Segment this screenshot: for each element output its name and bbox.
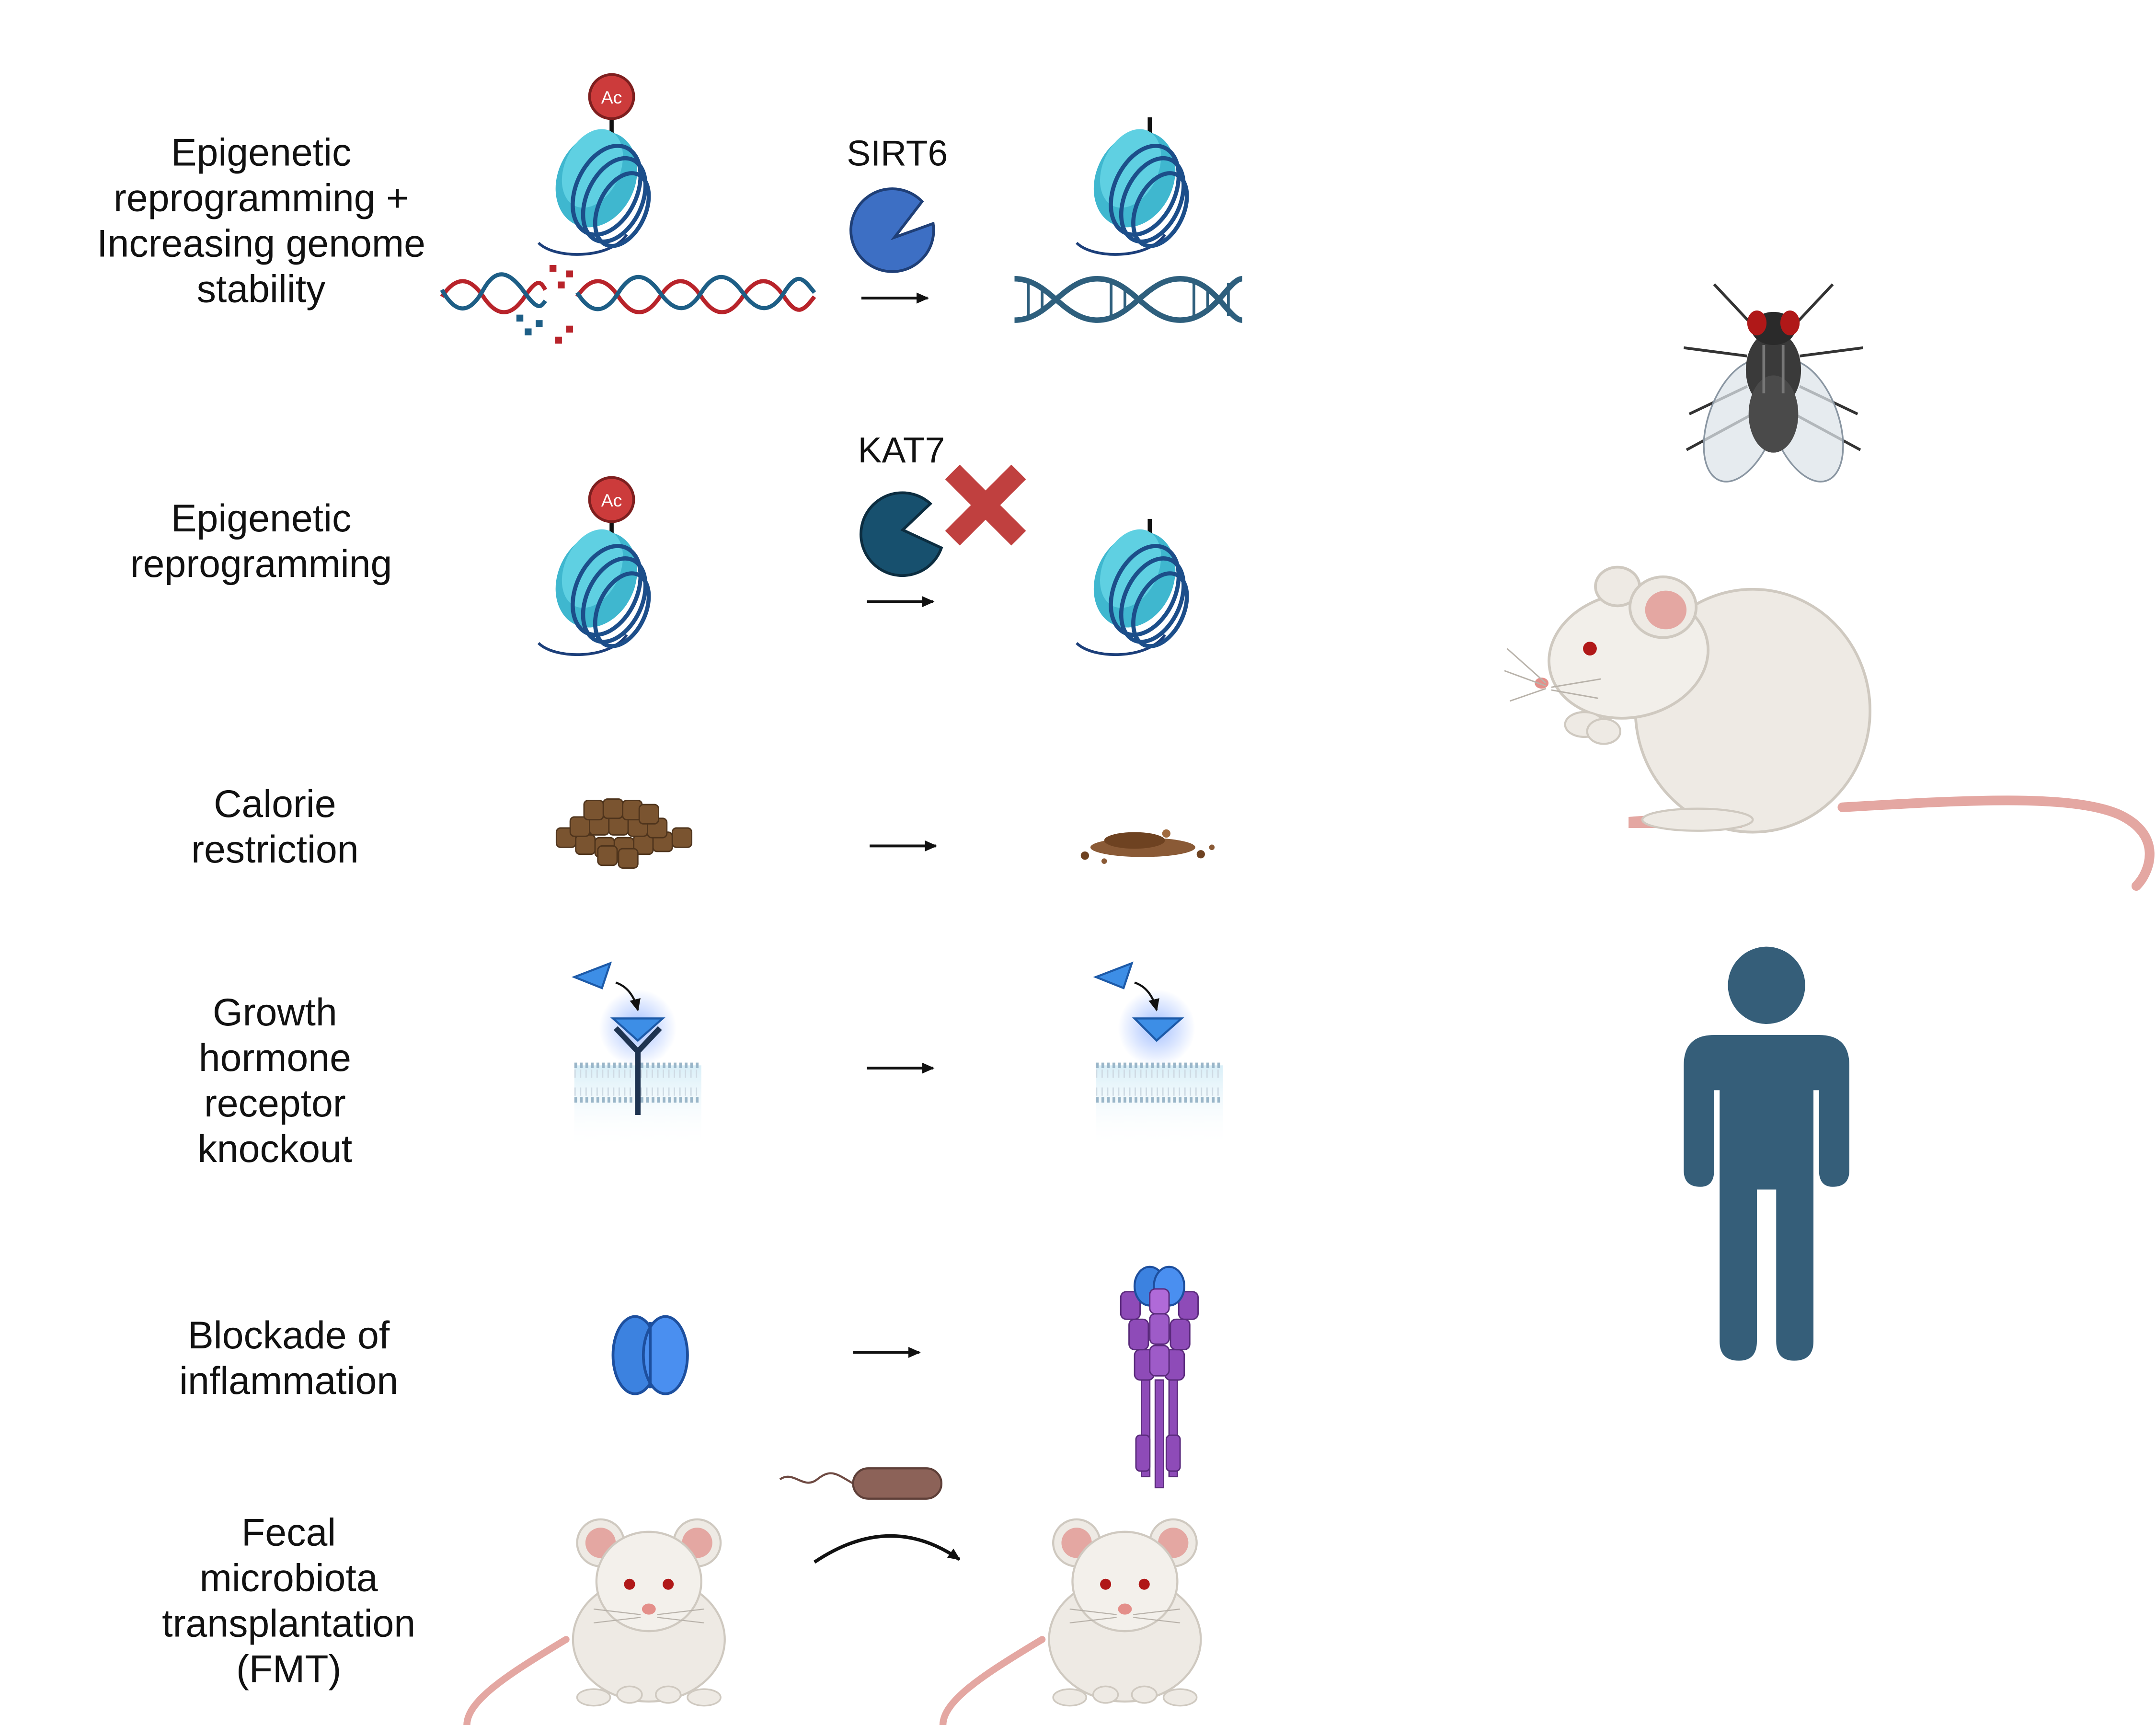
row-label-blockade-of-inflammation: Blockade of inflammation xyxy=(179,1314,398,1403)
acetyl-icon: Ac xyxy=(588,73,635,145)
svg-text:microbiota: microbiota xyxy=(200,1557,378,1600)
food-crumbs-icon xyxy=(1080,829,1215,864)
row-label-calorie-restriction: Calorie restriction xyxy=(191,782,358,871)
svg-text:stability: stability xyxy=(197,268,326,311)
svg-text:transplantation: transplantation xyxy=(162,1602,415,1645)
svg-text:hormone: hormone xyxy=(199,1036,351,1080)
svg-text:Ac: Ac xyxy=(601,87,622,107)
svg-text:inflammation: inflammation xyxy=(179,1359,398,1403)
fly-icon xyxy=(1683,283,1864,483)
mouse-icon xyxy=(943,1519,1201,1725)
rat-icon xyxy=(1504,565,2155,891)
svg-text:(FMT): (FMT) xyxy=(236,1648,341,1691)
nucleosome-icon xyxy=(539,118,660,254)
kat7-enzyme-icon xyxy=(860,491,943,577)
svg-text:knockout: knockout xyxy=(197,1127,352,1171)
svg-text:Fecal: Fecal xyxy=(241,1511,336,1554)
nucleosome-icon xyxy=(539,518,660,655)
ligand-icon xyxy=(610,1017,665,1042)
svg-text:restriction: restriction xyxy=(191,828,358,871)
ligand-icon xyxy=(1132,1017,1184,1042)
sirt6-enzyme-icon xyxy=(849,187,935,273)
svg-text:receptor: receptor xyxy=(204,1082,346,1125)
svg-text:Growth: Growth xyxy=(213,991,337,1034)
svg-text:Calorie: Calorie xyxy=(214,782,336,826)
membrane-icon xyxy=(1096,1062,1223,1149)
bacterium-icon xyxy=(779,1467,943,1500)
antibody-icon xyxy=(1120,1265,1199,1489)
svg-text:reprogramming: reprogramming xyxy=(130,542,392,586)
food-pellets-icon xyxy=(555,798,693,869)
svg-text:Increasing genome: Increasing genome xyxy=(97,222,425,265)
repaired-dna-icon xyxy=(1014,276,1243,323)
row-label-growth-hormone-receptor-knockout: Growth hormone receptor knockout xyxy=(197,991,352,1171)
sirt6-label: SIRT6 xyxy=(847,133,948,173)
svg-text:reprogramming +: reprogramming + xyxy=(114,177,409,220)
x-mark-icon xyxy=(945,464,1026,546)
kat7-label: KAT7 xyxy=(858,430,945,470)
inflammatory-protein-icon xyxy=(611,1315,689,1395)
row-label-fecal-microbiota-transplantation: Fecal microbiota transplantation (FMT) xyxy=(162,1511,415,1691)
svg-text:Blockade of: Blockade of xyxy=(188,1314,390,1357)
svg-text:Epigenetic: Epigenetic xyxy=(171,497,352,540)
ligand-icon xyxy=(571,961,612,989)
nucleosome-icon xyxy=(1077,518,1198,655)
svg-text:Ac: Ac xyxy=(601,490,622,510)
arrow-icon xyxy=(813,1534,961,1564)
damaged-dna-icon xyxy=(440,264,816,344)
ligand-icon xyxy=(1093,961,1134,989)
human-icon xyxy=(1684,946,1849,1361)
mouse-icon xyxy=(467,1519,724,1725)
svg-text:Epigenetic: Epigenetic xyxy=(171,131,352,174)
nucleosome-icon xyxy=(1077,118,1198,254)
receptor-icon xyxy=(614,1026,662,1116)
row-label-epigenetic-genome-stability: Epigenetic reprogramming + Increasing ge… xyxy=(97,131,425,311)
row-label-epigenetic-reprogramming: Epigenetic reprogramming xyxy=(130,497,392,586)
